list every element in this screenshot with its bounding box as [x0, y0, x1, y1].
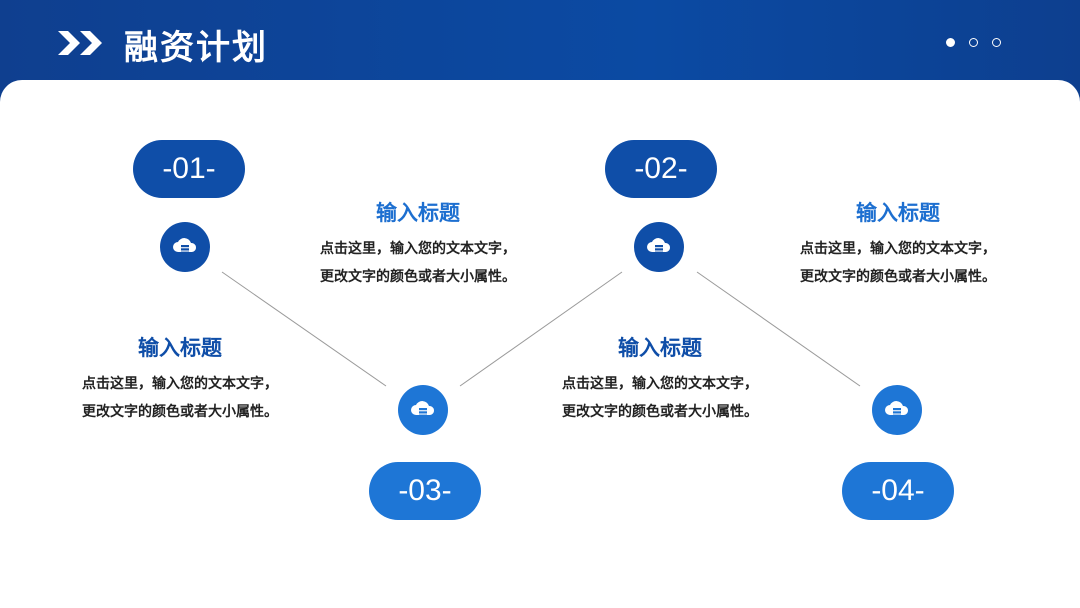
step-body-01: 点击这里，输入您的文本文字，更改文字的颜色或者大小属性。	[82, 376, 278, 420]
step-body-03: 点击这里，输入您的文本文字，更改文字的颜色或者大小属性。	[320, 241, 516, 285]
header-bar: 融资计划	[0, 0, 1080, 90]
pagination-dots	[946, 38, 1001, 47]
step-text-03: 输入标题 点击这里，输入您的文本文字，更改文字的颜色或者大小属性。	[318, 197, 518, 291]
double-chevron-icon	[58, 31, 102, 55]
step-number-04: -04-	[842, 462, 954, 520]
page-title: 融资计划	[124, 28, 268, 68]
cloud-server-icon	[647, 238, 671, 254]
pagination-dot-2[interactable]	[969, 38, 978, 47]
cloud-server-icon	[885, 401, 909, 417]
step-text-04: 输入标题 点击这里，输入您的文本文字，更改文字的颜色或者大小属性。	[560, 332, 760, 426]
step-icon-01	[160, 222, 210, 272]
step-text-02: 输入标题 点击这里，输入您的文本文字，更改文字的颜色或者大小属性。	[798, 197, 998, 291]
cloud-server-icon	[411, 401, 435, 417]
step-heading-02: 输入标题	[856, 200, 940, 225]
step-icon-03	[398, 385, 448, 435]
step-number-01: -01-	[133, 140, 245, 198]
step-body-04: 点击这里，输入您的文本文字，更改文字的颜色或者大小属性。	[562, 376, 758, 420]
step-heading-04: 输入标题	[618, 335, 702, 360]
step-body-02: 点击这里，输入您的文本文字，更改文字的颜色或者大小属性。	[800, 241, 996, 285]
pagination-dot-3[interactable]	[992, 38, 1001, 47]
step-heading-01: 输入标题	[138, 335, 222, 360]
step-number-02: -02-	[605, 140, 717, 198]
step-heading-03: 输入标题	[376, 200, 460, 225]
step-text-01: 输入标题 点击这里，输入您的文本文字，更改文字的颜色或者大小属性。	[80, 332, 280, 426]
cloud-server-icon	[173, 238, 197, 254]
step-number-03: -03-	[369, 462, 481, 520]
pagination-dot-1[interactable]	[946, 38, 955, 47]
step-icon-02	[634, 222, 684, 272]
step-icon-04	[872, 385, 922, 435]
